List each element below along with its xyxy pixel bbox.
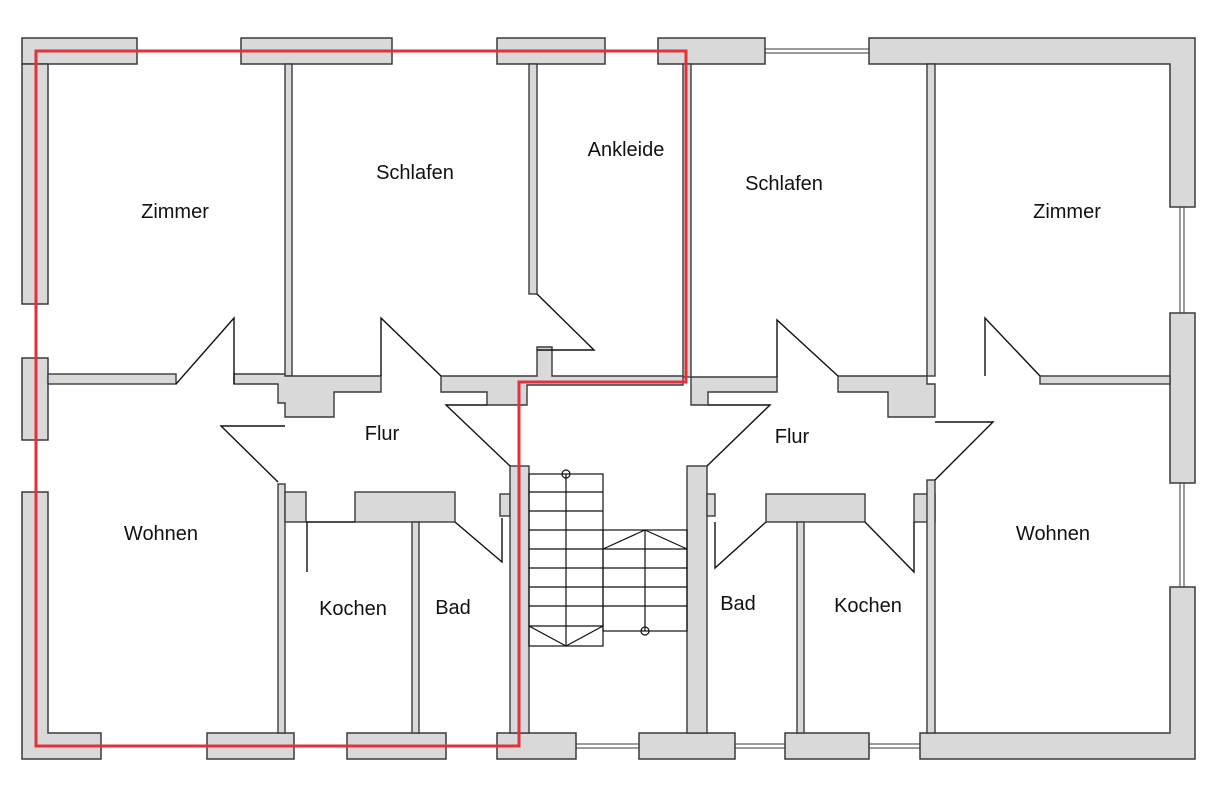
room-labels: Zimmer Schlafen Ankleide Schlafen Zimmer… — [124, 139, 1101, 620]
interior-walls — [47, 63, 1171, 734]
room-label-ankleide: Ankleide — [588, 139, 665, 161]
room-label-schlafen-left: Schlafen — [376, 162, 454, 184]
room-label-wohnen-right: Wohnen — [1016, 523, 1090, 545]
windows — [576, 48, 1185, 749]
room-label-flur-left: Flur — [365, 423, 400, 445]
staircase — [528, 469, 688, 647]
room-label-kochen-right: Kochen — [834, 595, 902, 617]
room-label-schlafen-right: Schlafen — [745, 173, 823, 195]
room-label-kochen-left: Kochen — [319, 598, 387, 620]
room-label-zimmer-right: Zimmer — [1033, 201, 1101, 223]
room-label-zimmer-left: Zimmer — [141, 201, 209, 223]
room-label-bad-left: Bad — [435, 597, 471, 619]
room-label-wohnen-left: Wohnen — [124, 523, 198, 545]
room-label-bad-right: Bad — [720, 593, 756, 615]
unit-boundary-highlight — [34, 49, 688, 748]
room-label-flur-right: Flur — [775, 426, 810, 448]
door-swings — [175, 293, 1041, 574]
